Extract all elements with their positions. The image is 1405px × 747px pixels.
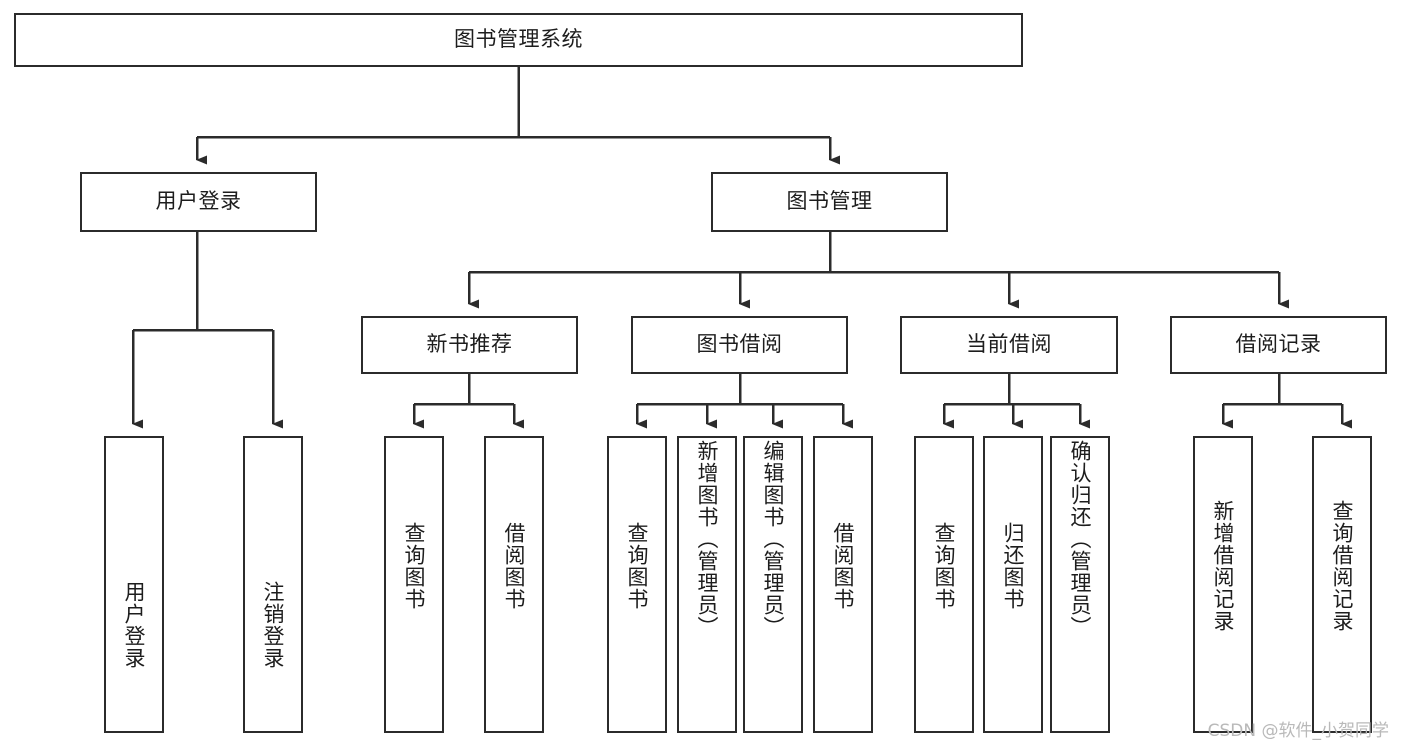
connector-borrowrecord-to-leaves [1221, 374, 1352, 429]
node-book-borrow[interactable]: 图书借阅 [631, 316, 848, 374]
leaf-borrow-query-book-label: 查询图书 [625, 522, 650, 610]
leaf-borrow-borrow-book[interactable]: 借阅图书 [813, 436, 873, 733]
leaf-current-return-book[interactable]: 归还图书 [983, 436, 1043, 733]
leaf-rec-query-book[interactable]: 查询图书 [384, 436, 444, 733]
node-user-login[interactable]: 用户登录 [80, 172, 317, 232]
leaf-current-query-book[interactable]: 查询图书 [914, 436, 974, 733]
leaf-user-login-label: 用户登录 [122, 581, 147, 669]
connector-root-to-level2 [195, 67, 840, 165]
leaf-rec-borrow-book-label: 借阅图书 [502, 522, 527, 610]
node-current-borrow[interactable]: 当前借阅 [900, 316, 1118, 374]
leaf-current-return-book-label: 归还图书 [1001, 522, 1026, 610]
leaf-borrow-add-book-admin[interactable]: 新增图书（管理员） [677, 436, 737, 733]
node-book-manage-label: 图书管理 [786, 189, 873, 214]
node-root-system-label: 图书管理系统 [454, 27, 583, 52]
leaf-record-add-label: 新增借阅记录 [1211, 500, 1236, 632]
leaf-logout-label: 注销登录 [261, 581, 286, 669]
node-borrow-record-label: 借阅记录 [1235, 332, 1322, 357]
node-new-book-recommend-label: 新书推荐 [426, 332, 513, 357]
connector-bookborrow-to-leaves [635, 374, 853, 429]
leaf-current-query-book-label: 查询图书 [932, 522, 957, 610]
connector-bookmanage-to-level3 [467, 232, 1289, 309]
node-book-borrow-label: 图书借阅 [696, 332, 783, 357]
leaf-borrow-borrow-book-label: 借阅图书 [831, 522, 856, 610]
leaf-borrow-edit-book-admin-label: 编辑图书（管理员） [761, 440, 786, 638]
leaf-borrow-add-book-admin-label: 新增图书（管理员） [695, 440, 720, 638]
leaf-user-login[interactable]: 用户登录 [104, 436, 164, 733]
leaf-borrow-edit-book-admin[interactable]: 编辑图书（管理员） [743, 436, 803, 733]
leaf-borrow-query-book[interactable]: 查询图书 [607, 436, 667, 733]
node-book-manage[interactable]: 图书管理 [711, 172, 948, 232]
leaf-rec-borrow-book[interactable]: 借阅图书 [484, 436, 544, 733]
connector-userlogin-to-leaves [131, 232, 283, 429]
connector-currentborrow-to-leaves [942, 374, 1090, 429]
node-borrow-record[interactable]: 借阅记录 [1170, 316, 1387, 374]
leaf-current-confirm-return-admin[interactable]: 确认归还（管理员） [1050, 436, 1110, 733]
leaf-record-query[interactable]: 查询借阅记录 [1312, 436, 1372, 733]
node-user-login-label: 用户登录 [155, 189, 242, 214]
connector-newbook-to-leaves [412, 374, 524, 429]
leaf-record-add[interactable]: 新增借阅记录 [1193, 436, 1253, 733]
node-root-system[interactable]: 图书管理系统 [14, 13, 1023, 67]
node-new-book-recommend[interactable]: 新书推荐 [361, 316, 578, 374]
leaf-logout[interactable]: 注销登录 [243, 436, 303, 733]
leaf-record-query-label: 查询借阅记录 [1330, 500, 1355, 632]
leaf-rec-query-book-label: 查询图书 [402, 522, 427, 610]
node-current-borrow-label: 当前借阅 [966, 332, 1052, 357]
leaf-current-confirm-return-admin-label: 确认归还（管理员） [1068, 440, 1093, 638]
